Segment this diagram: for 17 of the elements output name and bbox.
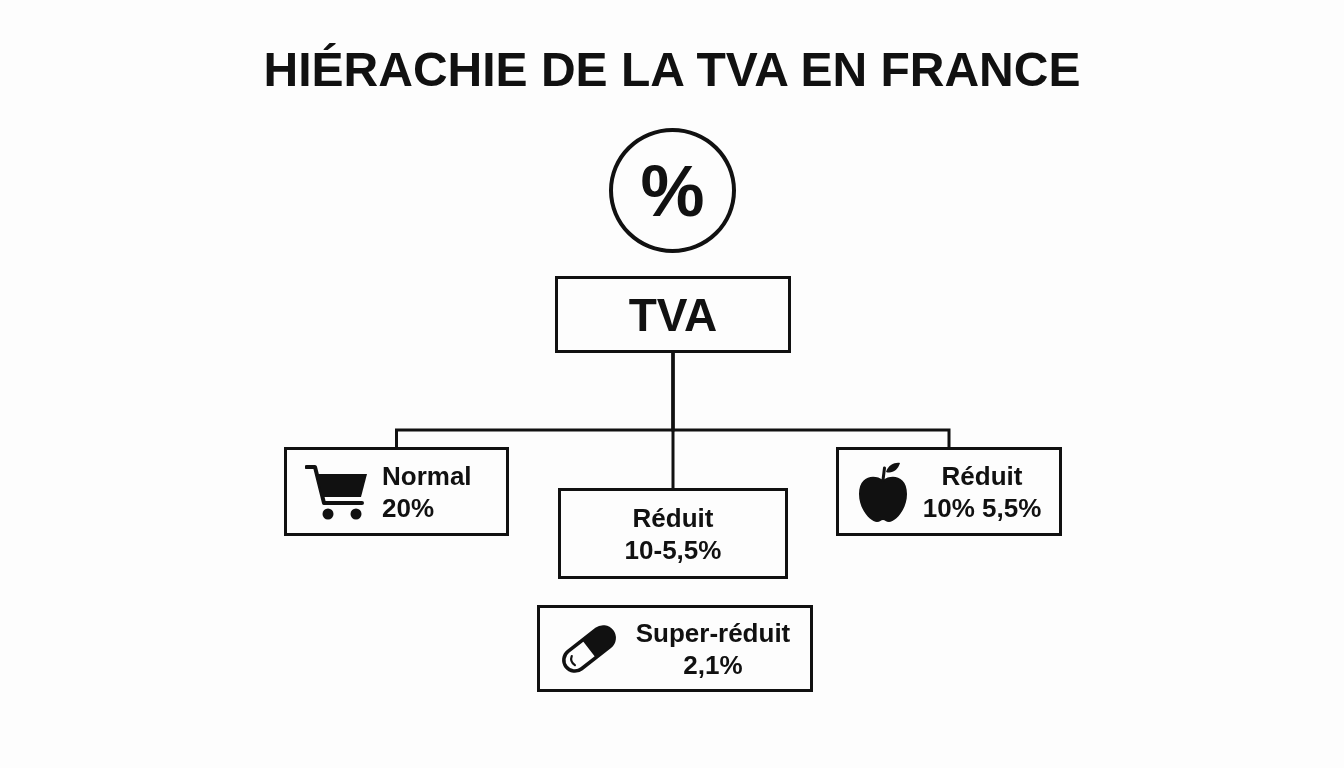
rate-box: [558, 488, 788, 579]
rate-value: 2,1%: [683, 648, 743, 681]
rate-box: [284, 447, 509, 536]
rate-name: Normal: [382, 459, 472, 492]
rate-name: Réduit: [941, 459, 1023, 492]
percent-sign: %: [640, 149, 705, 233]
rate-name: Réduit: [632, 501, 714, 534]
rate-name: Super-réduit: [635, 616, 791, 649]
rate-box: [836, 447, 1062, 536]
connector-line: [671, 353, 951, 447]
rate-value: 10-5,5%: [624, 533, 722, 566]
category-label: TVA: [628, 287, 718, 343]
rate-box: [537, 605, 813, 692]
diagram-title: HIÉRACHIE DE LA TVA EN FRANCE: [262, 42, 1082, 98]
rate-value: 10% 5,5%: [922, 491, 1042, 524]
category-box: [555, 276, 791, 353]
rate-value: 20%: [382, 491, 435, 524]
